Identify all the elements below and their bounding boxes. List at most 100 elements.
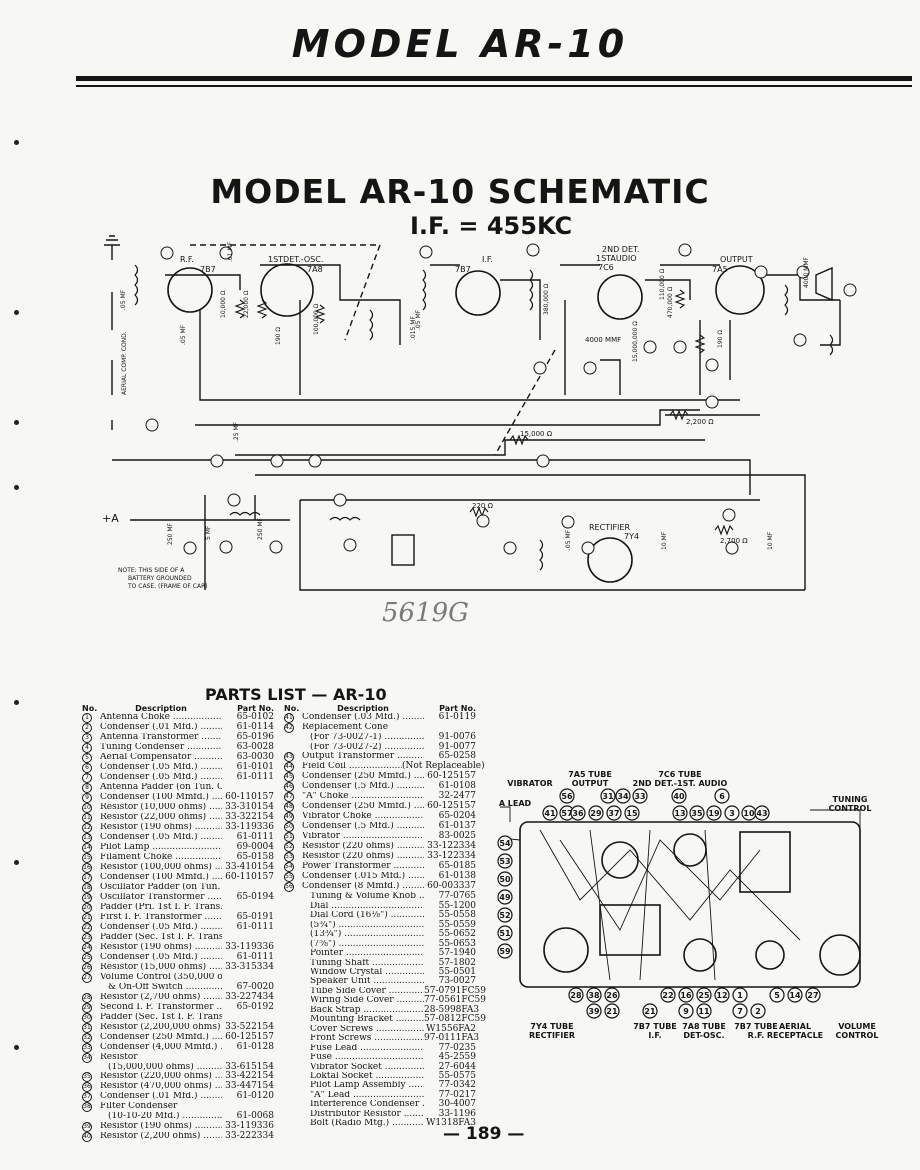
footer-page-number: — 189 — xyxy=(443,1124,525,1144)
part-number: 61-0111 xyxy=(222,953,274,964)
parts-list-row: Back Strap28-5998FA3 xyxy=(284,1005,479,1016)
part-number: 61-0119 xyxy=(424,713,476,724)
layout-callout-circle xyxy=(642,1003,658,1019)
part-number-index: 44 xyxy=(284,762,294,773)
part-description: Padder (Pri. 1st I. F. Trans.) xyxy=(100,903,222,913)
schematic-value-label: 100,000 Ω xyxy=(313,303,320,335)
part-number-index xyxy=(284,911,302,920)
layout-callout-number: 59 xyxy=(499,947,511,956)
layout-callout-number: 2 xyxy=(755,1007,761,1016)
schematic-if-label: I.F. = 455KC xyxy=(410,212,573,240)
part-number-index: 37 xyxy=(82,1092,92,1103)
part-number-index xyxy=(284,1006,302,1015)
parts-list-row: Tuning Shaft57-1802 xyxy=(284,958,476,968)
part-description: Filament Choke xyxy=(100,853,222,863)
parts-list-row: Cover ScrewsW1556FA2 xyxy=(284,1024,476,1035)
part-description: Window Crystal xyxy=(302,968,424,977)
part-number-index xyxy=(284,940,302,949)
svg-text:15,000 Ω: 15,000 Ω xyxy=(520,430,553,438)
part-number-index: 26 xyxy=(82,963,92,974)
schematic-cap-label: .25 MF xyxy=(233,421,240,442)
part-number-index xyxy=(284,1015,302,1024)
part-number-index xyxy=(284,1053,302,1062)
part-number: 73-0027 xyxy=(424,976,476,987)
layout-callout-circle xyxy=(497,907,513,923)
part-number: 65-0191 xyxy=(222,913,274,924)
part-number-index: 13 xyxy=(82,833,92,844)
part-description: Fuse Lead xyxy=(302,1044,424,1053)
schematic-cap-label: .05 MF xyxy=(180,324,187,345)
part-number: 33-315334 xyxy=(222,963,274,974)
part-number: 65-0185 xyxy=(424,862,476,873)
part-number-index xyxy=(284,996,302,1005)
part-description: Interference Condenser xyxy=(302,1100,424,1109)
svg-text:7A5: 7A5 xyxy=(712,265,728,274)
part-number-index xyxy=(284,1034,302,1043)
layout-callout-circle xyxy=(604,987,620,1003)
part-number-index: 24 xyxy=(82,943,92,954)
parts-list-row: (5¾")55-0559 xyxy=(284,920,476,931)
part-number-index xyxy=(284,902,302,911)
layout-callout-number: 54 xyxy=(499,839,511,848)
part-number: 65-0194 xyxy=(222,893,274,904)
part-description: (For 73-0027-2) xyxy=(302,743,424,752)
part-number: 61-0101 xyxy=(222,763,274,774)
part-number-index: 2 xyxy=(82,723,100,734)
layout-callout-number: 35 xyxy=(691,809,703,818)
header-no: No. xyxy=(82,704,98,713)
layout-label: I.F. xyxy=(648,1031,661,1040)
part-description: Resistor (220 ohms) xyxy=(302,852,424,862)
part-description: Mounting Bracket xyxy=(302,1015,424,1024)
part-number: 61-0111 xyxy=(222,923,274,934)
part-number: 61-0120 xyxy=(222,1092,274,1103)
part-number-index: 32 xyxy=(82,1032,92,1043)
svg-text:7A8: 7A8 xyxy=(307,265,323,274)
part-description: Condenser (.05 Mfd.) xyxy=(100,923,222,933)
part-description: Second I. F. Transformer xyxy=(100,1003,222,1013)
part-number-index xyxy=(284,1081,302,1090)
part-number: 33-227434 xyxy=(222,992,274,1003)
parts-list-row: "A" Lead77-0217 xyxy=(284,1090,476,1101)
layout-callout-number: 7 xyxy=(737,1007,743,1016)
part-number-index: 34 xyxy=(82,1052,92,1063)
part-description: (5¾") xyxy=(302,921,424,930)
parts-list-header: No. Description Part No. xyxy=(82,704,274,713)
schematic-aerial-label: AERIAL COMP. COND. xyxy=(121,331,128,395)
part-number: 65-0158 xyxy=(222,853,274,864)
part-number-index: 23 xyxy=(82,933,92,944)
part-number: 77-0217 xyxy=(424,1090,476,1101)
part-description: Cover Screws xyxy=(302,1025,424,1034)
part-description: Condenser (.05 Mfd.) xyxy=(100,953,222,963)
margin-mark xyxy=(14,420,19,425)
part-number-index: 31 xyxy=(82,1022,92,1033)
part-number: 61-0137 xyxy=(424,822,476,833)
part-number-index: 9 xyxy=(82,793,100,804)
part-number-index: 36 xyxy=(82,1082,92,1093)
part-description: Bolt (Radio Mtg.) xyxy=(302,1119,424,1128)
svg-text:NOTE: THIS SIDE OF A: NOTE: THIS SIDE OF A xyxy=(118,567,185,574)
layout-callout-number: 5 xyxy=(774,991,780,1000)
part-description: Dial Cord (16⅛") xyxy=(302,911,424,920)
parts-list-row: Dial55-1200 xyxy=(284,901,476,912)
part-number-index: 6 xyxy=(82,763,100,774)
layout-label: 2ND DET.-1ST. AUDIO xyxy=(633,779,728,788)
part-number-index: 25 xyxy=(82,953,92,964)
part-description: Distributor Resistor xyxy=(302,1110,424,1119)
schematic-value-label: 190 Ω xyxy=(717,330,724,348)
layout-callout-circle xyxy=(696,1003,712,1019)
part-description: Tuning Shaft xyxy=(302,959,424,968)
part-number xyxy=(222,933,274,944)
part-number: 30-4007 xyxy=(424,1099,476,1110)
part-description: Tube Side Cover xyxy=(302,987,424,996)
svg-text:4000 MMF: 4000 MMF xyxy=(585,336,621,344)
part-number: 33-447154 xyxy=(222,1082,274,1093)
layout-label: CONTROL xyxy=(829,804,872,813)
